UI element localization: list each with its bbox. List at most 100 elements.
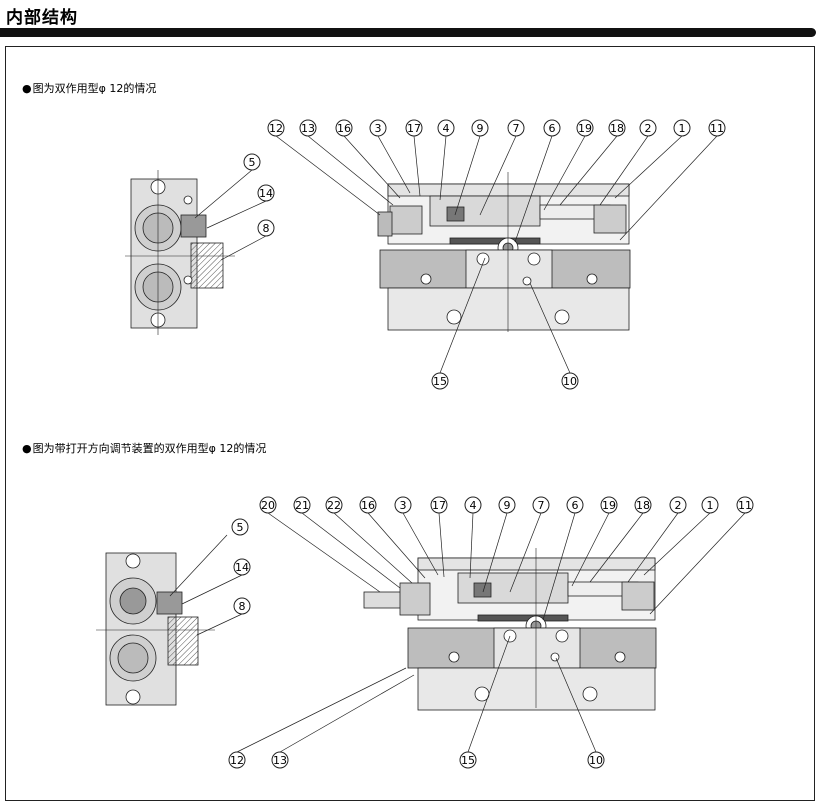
callout-1: 1 — [673, 119, 691, 137]
callout-2b: 2 — [669, 496, 687, 514]
callout-15b-label: 15 — [461, 754, 475, 767]
callout-16b: 16 — [359, 496, 377, 514]
callout-19-label: 19 — [578, 122, 592, 135]
side-bracket-2 — [167, 616, 199, 666]
caption-double-acting: ●图为双作用型φ 12的情况 — [22, 80, 156, 96]
callout-8-label: 8 — [263, 222, 270, 235]
callout-2b-label: 2 — [675, 499, 682, 512]
rod-cover-2 — [621, 581, 655, 611]
side-hole-top-2 — [125, 553, 141, 569]
table-bolt-right — [586, 273, 598, 285]
side-bracket — [190, 242, 224, 289]
callout-6b-label: 6 — [572, 499, 579, 512]
callout-9b-label: 9 — [504, 499, 511, 512]
callout-7-label: 7 — [513, 122, 520, 135]
bearing-right — [527, 252, 541, 266]
callout-6b: 6 — [566, 496, 584, 514]
callout-10b: 10 — [587, 751, 605, 769]
callout-20: 20 — [259, 496, 277, 514]
section-view-bottom — [363, 548, 657, 711]
callout-5b: 5 — [231, 518, 249, 536]
callout-3b: 3 — [394, 496, 412, 514]
table-hole-center — [522, 276, 532, 286]
callout-14b-label: 14 — [235, 561, 249, 574]
callout-18b-label: 18 — [636, 499, 650, 512]
callout-5-label: 5 — [249, 156, 256, 169]
callout-10-label: 10 — [563, 375, 577, 388]
callout-4-label: 4 — [443, 122, 450, 135]
bearing-right-2 — [555, 629, 569, 643]
callout-13b-label: 13 — [273, 754, 287, 767]
side-hole-bottom-2 — [125, 689, 141, 705]
side-view-bottom — [96, 552, 215, 706]
callout-9: 9 — [471, 119, 489, 137]
callout-6: 6 — [543, 119, 561, 137]
adjust-bolt — [363, 591, 405, 609]
callout-21-label: 21 — [295, 499, 309, 512]
cushion-part-2 — [473, 582, 492, 598]
callout-8: 8 — [257, 219, 275, 237]
side-plug — [180, 214, 207, 238]
callout-18-label: 18 — [610, 122, 624, 135]
callout-17: 17 — [405, 119, 423, 137]
callout-15: 15 — [431, 372, 449, 390]
callout-16b-label: 16 — [361, 499, 375, 512]
callouts: 12 13 16 3 17 4 9 7 6 19 18 2 1 11 5 14 … — [228, 119, 754, 769]
callout-11b-label: 11 — [738, 499, 752, 512]
side-plug-2 — [156, 591, 183, 615]
callout-4b: 4 — [464, 496, 482, 514]
side-view-top — [125, 170, 235, 335]
content-frame — [5, 46, 815, 801]
callout-7b-label: 7 — [538, 499, 545, 512]
callout-9b: 9 — [498, 496, 516, 514]
callout-21: 21 — [293, 496, 311, 514]
callout-14b: 14 — [233, 558, 251, 576]
bullet-icon: ● — [22, 82, 32, 95]
callout-3b-label: 3 — [400, 499, 407, 512]
rack — [449, 237, 541, 245]
bearing-left — [476, 252, 490, 266]
callout-2: 2 — [639, 119, 657, 137]
section-view-top — [377, 172, 631, 332]
callout-3: 3 — [369, 119, 387, 137]
callout-12b-label: 12 — [230, 754, 244, 767]
leader-lines-top — [194, 135, 718, 374]
piston — [429, 195, 541, 227]
callout-20-label: 20 — [261, 499, 275, 512]
callout-16: 16 — [335, 119, 353, 137]
callout-16-label: 16 — [337, 122, 351, 135]
callout-14-label: 14 — [259, 187, 273, 200]
callout-17b: 17 — [430, 496, 448, 514]
end-plug — [377, 211, 393, 237]
callout-2-label: 2 — [645, 122, 652, 135]
leader-lines-bottom — [169, 512, 746, 753]
callout-6-label: 6 — [549, 122, 556, 135]
callout-19: 19 — [576, 119, 594, 137]
title-bar — [0, 28, 816, 37]
end-cap — [389, 205, 423, 235]
side-bore-upper-inner-2 — [119, 587, 147, 615]
callout-12-label: 12 — [269, 122, 283, 135]
side-port-upper — [183, 195, 193, 205]
page-title: 内部结构 — [6, 8, 78, 28]
callout-19b: 19 — [600, 496, 618, 514]
callout-13-label: 13 — [301, 122, 315, 135]
slide-bolt-right-2 — [582, 686, 598, 702]
callout-15b: 15 — [459, 751, 477, 769]
caption-2-text: 图为带打开方向调节装置的双作用型φ 12的情况 — [32, 442, 267, 455]
callout-10b-label: 10 — [589, 754, 603, 767]
callout-5b-label: 5 — [237, 521, 244, 534]
callout-8b-label: 8 — [239, 600, 246, 613]
callout-19b-label: 19 — [602, 499, 616, 512]
callout-1b-label: 1 — [707, 499, 714, 512]
callout-13: 13 — [299, 119, 317, 137]
callout-18: 18 — [608, 119, 626, 137]
callout-4b-label: 4 — [470, 499, 477, 512]
callout-11: 11 — [708, 119, 726, 137]
callout-11-label: 11 — [710, 122, 724, 135]
table-hole-center-2 — [550, 652, 560, 662]
caption-adjustable: ●图为带打开方向调节装置的双作用型φ 12的情况 — [22, 440, 266, 456]
slide-bolt-right — [554, 309, 570, 325]
callout-15-label: 15 — [433, 375, 447, 388]
